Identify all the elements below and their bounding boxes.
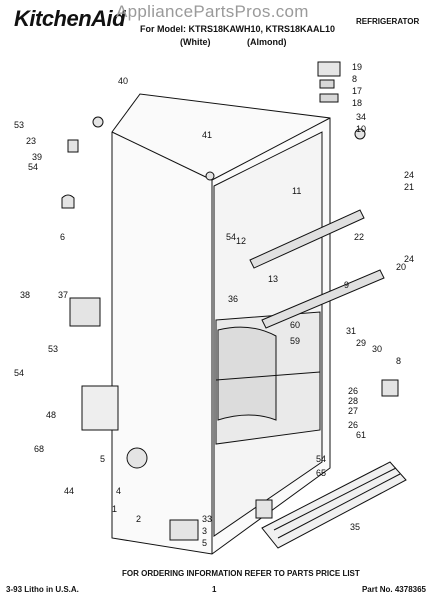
color-almond-label: (Almond) xyxy=(247,37,287,47)
callout-label: 41 xyxy=(202,130,212,140)
callout-label: 5 xyxy=(202,538,207,548)
callout-label: 1 xyxy=(112,504,117,514)
callout-label: 4 xyxy=(116,486,121,496)
compressor-relay xyxy=(69,297,101,327)
callout-label: 19 xyxy=(352,62,362,72)
callout-label: 22 xyxy=(354,232,364,242)
callout-label: 28 xyxy=(348,396,358,406)
callout-label: 44 xyxy=(64,486,74,496)
callout-label: 9 xyxy=(344,280,349,290)
callout-label: 21 xyxy=(404,182,414,192)
model-subtitle: For Model: KTRS18KAWH10, KTRS18KAAL10 xyxy=(140,24,336,34)
callout-label: 17 xyxy=(352,86,362,96)
callout-label: 26 xyxy=(348,386,358,396)
callout-label: 37 xyxy=(58,290,68,300)
callout-label: 38 xyxy=(20,290,30,300)
callout-label: 54 xyxy=(226,232,236,242)
top-hinge xyxy=(317,61,341,77)
callout-label: 35 xyxy=(350,522,360,532)
callout-label: 2 xyxy=(136,514,141,524)
callout-label: 36 xyxy=(228,294,238,304)
callout-label: 27 xyxy=(348,406,358,416)
callout-label: 61 xyxy=(356,430,366,440)
footer-page-number: 1 xyxy=(212,585,217,594)
section-tag: REFRIGERATOR xyxy=(356,17,420,26)
slide-rail xyxy=(249,209,365,269)
callout-label: 48 xyxy=(46,410,56,420)
callout-label: 6 xyxy=(60,232,65,242)
callout-label: 8 xyxy=(396,356,401,366)
callout-label: 13 xyxy=(268,274,278,284)
toe-grille xyxy=(261,461,407,549)
callout-label: 20 xyxy=(396,262,406,272)
callout-label: 26 xyxy=(348,420,358,430)
footer-print-info: 3-93 Litho in U.S.A. xyxy=(6,585,79,594)
callout-label: 53 xyxy=(48,344,58,354)
cabinet-drawing xyxy=(61,61,407,555)
callout-label: 54 xyxy=(28,162,38,172)
watermark: AppliancePartsPros.com xyxy=(116,2,309,21)
callout-label: 54 xyxy=(14,368,24,378)
footer-ordering-info: FOR ORDERING INFORMATION REFER TO PARTS … xyxy=(122,569,360,578)
brand-logo: KitchenAid xyxy=(14,6,126,31)
callout-label: 39 xyxy=(32,152,42,162)
callout-label: 40 xyxy=(118,76,128,86)
callout-label: 8 xyxy=(352,74,357,84)
roller xyxy=(126,447,148,469)
callout-label: 3 xyxy=(202,526,207,536)
control-housing xyxy=(81,385,119,431)
callout-label: 12 xyxy=(236,236,246,246)
callout-label: 5 xyxy=(100,454,105,464)
callout-labels: 1981718341040532339546411112132421225424… xyxy=(14,62,414,548)
callout-label: 68 xyxy=(34,444,44,454)
callout-label: 53 xyxy=(14,120,24,130)
callout-label: 29 xyxy=(356,338,366,348)
callout-label: 24 xyxy=(404,254,414,264)
callout-label: 11 xyxy=(292,186,301,196)
footer-part-number: Part No. 4378365 xyxy=(361,585,426,594)
callout-label: 30 xyxy=(372,344,382,354)
callout-label: 10 xyxy=(356,124,366,134)
callout-label: 60 xyxy=(290,320,300,330)
callout-label: 34 xyxy=(356,112,366,122)
callout-label: 54 xyxy=(316,454,326,464)
color-white-label: (White) xyxy=(180,37,211,47)
callout-label: 18 xyxy=(352,98,362,108)
callout-label: 31 xyxy=(346,326,356,336)
callout-label: 65 xyxy=(316,468,326,478)
bottom-hinge xyxy=(169,519,199,541)
callout-label: 24 xyxy=(404,170,414,180)
callout-label: 33 xyxy=(202,514,212,524)
callout-label: 23 xyxy=(26,136,36,146)
callout-label: 59 xyxy=(290,336,300,346)
